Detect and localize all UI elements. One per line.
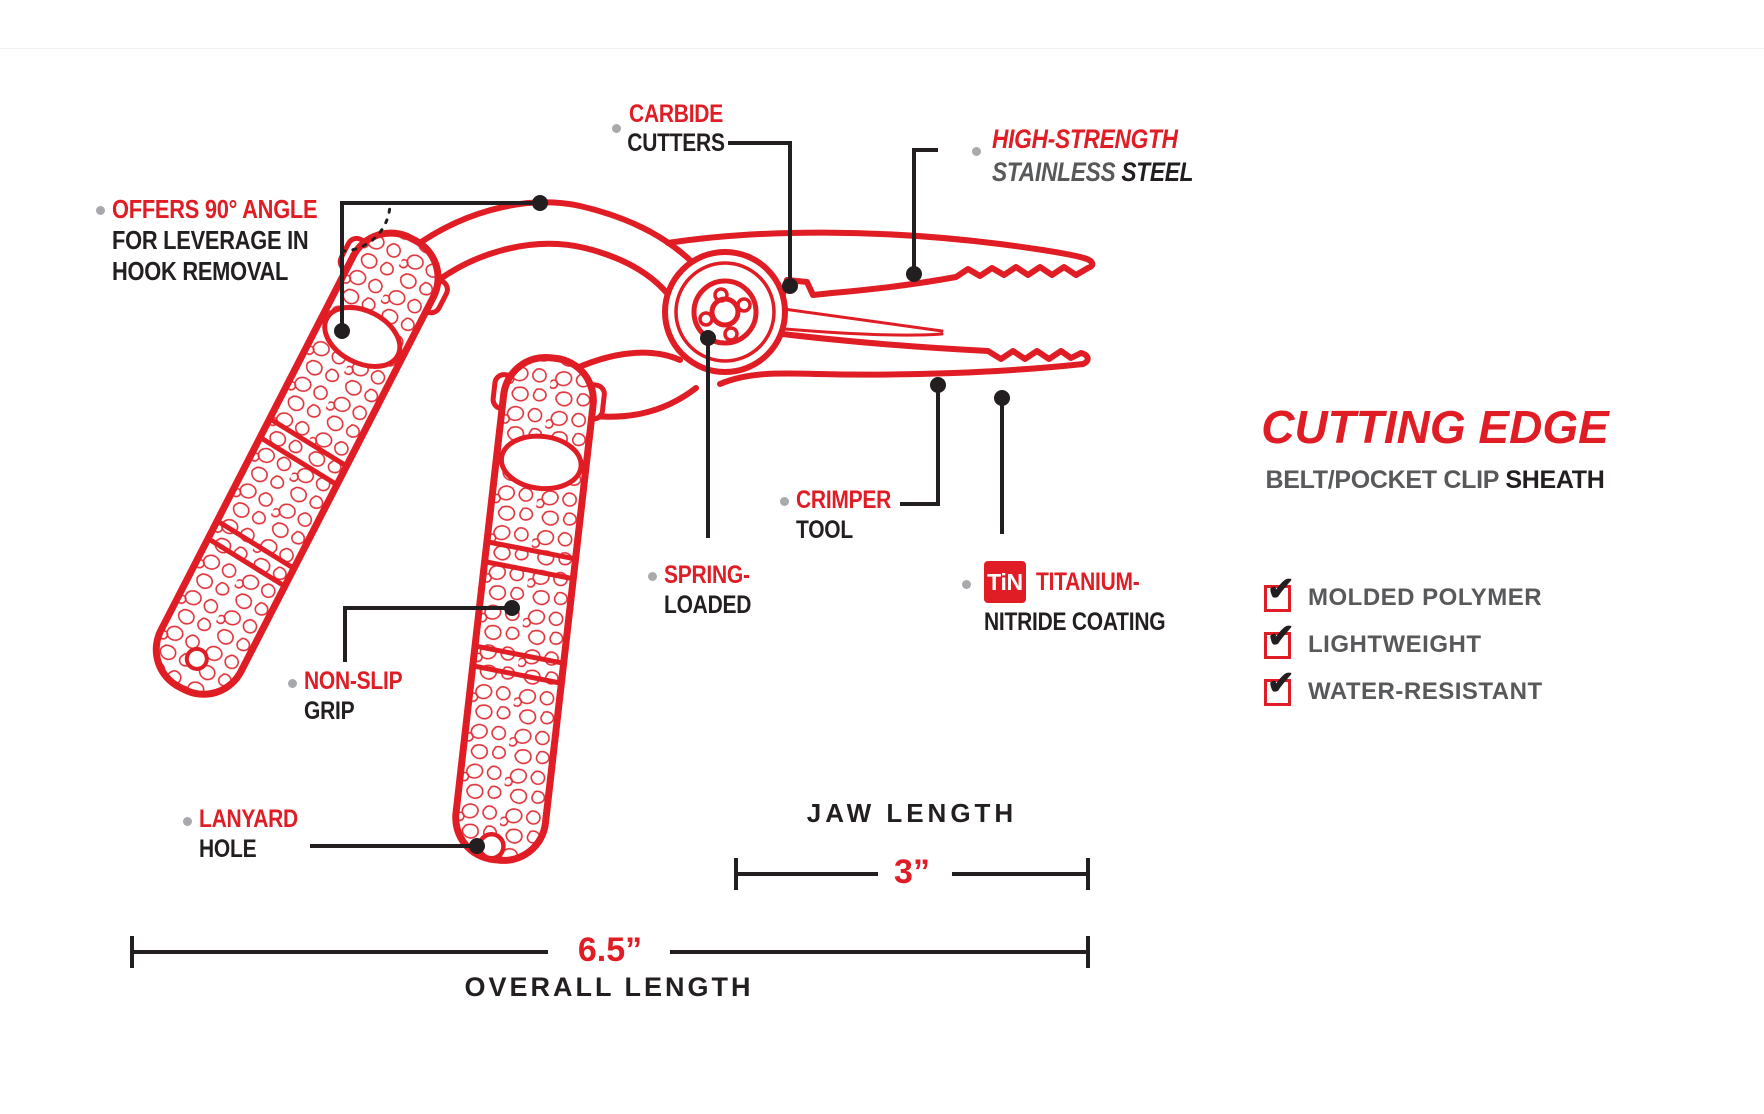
callout-line-carbide: [728, 141, 792, 280]
angle-line3: HOOK REMOVAL: [112, 256, 289, 286]
checklist-item-molded-polymer: ✔ MOLDED POLYMER: [1264, 572, 1543, 612]
titanium-line2: NITRIDE COATING: [984, 608, 1166, 636]
checklist-item-water-resistant: ✔ WATER-RESISTANT: [1264, 666, 1543, 706]
label-high-strength: HIGH-STRENGTH STAINLESS STEEL: [992, 123, 1193, 189]
callout-line-crimper: [900, 390, 940, 506]
sheath-title: CUTTING EDGE: [1261, 401, 1609, 453]
crimper-line1: CRIMPER: [796, 486, 892, 514]
page-divider-line: [0, 48, 1764, 49]
spring-line1: SPRING-: [664, 561, 750, 589]
titanium-line1: TITANIUM-: [1036, 567, 1140, 596]
callout-line-nonslip: [343, 606, 510, 662]
dot-nonslip: [504, 600, 520, 616]
checklist-label: MOLDED POLYMER: [1308, 584, 1543, 611]
grip-upper-end-hole: [184, 646, 209, 671]
dot-lanyard: [469, 838, 485, 854]
label-carbide-cutters: CARBIDE CUTTERS: [609, 100, 743, 158]
jaw-length-label: JAW LENGTH: [806, 798, 1018, 828]
dot-angle-bottom: [334, 323, 350, 339]
callout-dots: [334, 195, 1010, 854]
lanyard-line2: HOLE: [199, 835, 257, 863]
checkbox-icon: ✔: [1264, 666, 1295, 706]
grip-upper: [152, 229, 450, 698]
dot-carbide: [782, 278, 798, 294]
bullet-titanium: [962, 580, 971, 589]
label-non-slip-grip: NON-SLIP GRIP: [304, 666, 403, 726]
bullet-angle: [96, 206, 105, 215]
checkmark-icon: ✔: [1267, 663, 1295, 701]
nonslip-line1: NON-SLIP: [304, 667, 403, 695]
dot-angle-top: [532, 195, 548, 211]
checklist-item-lightweight: ✔ LIGHTWEIGHT: [1264, 619, 1543, 659]
label-crimper-tool: CRIMPER TOOL: [796, 485, 891, 545]
label-titanium-nitride: TiN TITANIUM- NITRIDE COATING: [984, 561, 1200, 637]
checkmark-icon: ✔: [1267, 616, 1295, 654]
upper-jaw: [665, 229, 1096, 304]
bullet-carbide: [612, 124, 621, 133]
grip-lower-hole: [498, 433, 584, 492]
checkbox-icon: ✔: [1264, 619, 1295, 659]
checklist-label: WATER-RESISTANT: [1308, 678, 1543, 705]
callout-line-high-strength: [912, 148, 938, 268]
lower-jaw: [717, 326, 1091, 387]
bullet-spring: [648, 572, 657, 581]
overall-length-value: 6.5”: [577, 931, 643, 969]
dot-high-strength: [906, 266, 922, 282]
dot-spring: [700, 330, 716, 346]
carbide-line2: CUTTERS: [627, 129, 725, 157]
bullet-nonslip: [288, 679, 297, 688]
bullet-crimper: [780, 497, 789, 506]
spring-line2: LOADED: [664, 591, 752, 619]
angle-line1: OFFERS 90° ANGLE: [112, 194, 318, 224]
overall-measure: [130, 936, 1090, 968]
titanium-row1: TiN TITANIUM-: [984, 561, 1200, 603]
high-strength-line2: STAINLESS STEEL: [992, 157, 1194, 187]
sheath-subtitle: BELT/POCKET CLIP SHEATH: [1265, 466, 1605, 494]
high-strength-line1: HIGH-STRENGTH: [992, 124, 1178, 154]
sheath-section: CUTTING EDGE BELT/POCKET CLIP SHEATH: [1235, 402, 1635, 495]
grip-lower: [452, 353, 607, 864]
checkbox-icon: ✔: [1264, 572, 1295, 612]
angle-line2: FOR LEVERAGE IN: [112, 225, 309, 255]
dot-titanium: [994, 390, 1010, 406]
bullet-high-strength: [972, 147, 981, 156]
carbide-line1: CARBIDE: [629, 100, 723, 128]
label-lanyard-hole: LANYARD HOLE: [199, 804, 298, 864]
checklist-label: LIGHTWEIGHT: [1308, 631, 1482, 658]
jaw-measure: [734, 858, 1090, 890]
angle-arc: [340, 201, 392, 253]
jaw-length-value: 3”: [894, 853, 930, 891]
checkmark-icon: ✔: [1267, 569, 1295, 607]
crimper-line2: TOOL: [796, 516, 853, 544]
callouts: [310, 141, 1004, 848]
measurement-lines: [130, 858, 1090, 968]
dot-crimper: [930, 377, 946, 393]
overall-length-label: OVERALL LENGTH: [464, 972, 754, 1002]
label-spring-loaded: SPRING- LOADED: [664, 560, 751, 620]
label-angle: OFFERS 90° ANGLE FOR LEVERAGE IN HOOK RE…: [112, 194, 318, 287]
lanyard-line1: LANYARD: [199, 805, 298, 833]
pliers-jaws: [665, 229, 1096, 387]
nonslip-line2: GRIP: [304, 697, 355, 725]
bullet-lanyard: [183, 817, 192, 826]
callout-line-angle-bracket: [340, 201, 536, 328]
pivot-joint: [662, 249, 788, 375]
tin-badge-icon: TiN: [984, 561, 1026, 603]
jaw-gap-lines: [760, 304, 944, 337]
sheath-checklist: ✔ MOLDED POLYMER ✔ LIGHTWEIGHT ✔ WATER-R…: [1264, 572, 1543, 725]
